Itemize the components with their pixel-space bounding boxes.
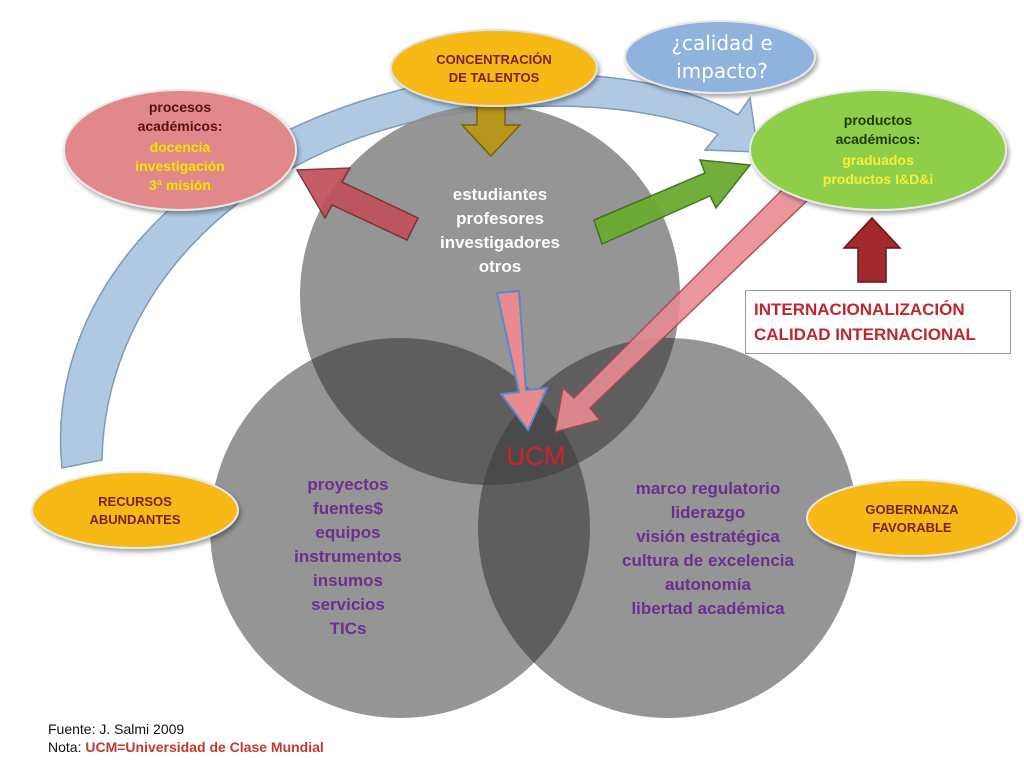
- talentos-line: DE TALENTOS: [449, 70, 540, 85]
- procesos-highlight-line: docencia: [150, 139, 211, 155]
- footer: Fuente: J. Salmi 2009 Nota: UCM=Universi…: [48, 720, 324, 756]
- productos-label: productos académicos: graduados productos I…: [823, 112, 933, 187]
- circle-top-line: profesores: [456, 209, 544, 228]
- procesos-label: procesos académicos: docencia investigación…: [135, 99, 224, 193]
- talentos-line: CONCENTRACIÓN: [436, 52, 552, 67]
- productos-dark-line: académicos:: [836, 131, 921, 147]
- circle-right-line: marco regulatorio: [636, 479, 781, 498]
- circle-left-label: proyectos fuentes$ equipos instrumentos insu…: [294, 475, 402, 638]
- circle-right-line: cultura de excelencia: [622, 551, 795, 570]
- circle-right-line: libertad académica: [631, 599, 785, 618]
- arrow-up-internacionalizacion: [842, 216, 902, 283]
- oval-recursos: [31, 471, 239, 549]
- circle-top-line: otros: [479, 257, 522, 276]
- oval-gobernanza: [806, 479, 1018, 557]
- oval-productos: [749, 89, 1007, 211]
- arrow-to-productos: [593, 159, 752, 246]
- circle-top-label: estudiantes profesores investigadores otros: [440, 185, 560, 276]
- circle-right-label: marco regulatorio liderazgo visión estraté…: [622, 479, 795, 618]
- arrow-to-procesos: [295, 167, 420, 241]
- circle-left-line: proyectos: [307, 475, 388, 494]
- calidad-line: ¿calidad e: [671, 31, 772, 55]
- oval-calidad: [624, 20, 816, 94]
- footer-note-prefix: Nota:: [48, 739, 86, 755]
- procesos-dark-line: procesos: [149, 99, 211, 115]
- productos-highlight-line: graduados: [842, 152, 914, 168]
- recursos-label: RECURSOS ABUNDANTES: [90, 494, 181, 527]
- circle-top-line: estudiantes: [453, 185, 547, 204]
- oval-talentos: [390, 29, 598, 107]
- footer-source: Fuente: J. Salmi 2009: [48, 721, 185, 737]
- internacionalizacion-box: INTERNACIONALIZACIÓN CALIDAD INTERNACION…: [745, 290, 1011, 354]
- procesos-highlight-line: investigación: [135, 158, 224, 174]
- procesos-highlight-line: 3ª misión: [149, 177, 211, 193]
- footer-note-text: UCM=Universidad de Clase Mundial: [85, 739, 324, 755]
- circle-left-line: TICs: [330, 619, 367, 638]
- circle-right-line: visión estratégica: [636, 527, 780, 546]
- gobernanza-line: GOBERNANZA: [865, 502, 959, 517]
- gobernanza-label: GOBERNANZA FAVORABLE: [865, 502, 959, 535]
- internacionalizacion-line1: INTERNACIONALIZACIÓN: [754, 300, 965, 319]
- circle-left-line: fuentes$: [313, 499, 383, 518]
- circle-right-line: liderazgo: [671, 503, 746, 522]
- circle-right-line: autonomía: [665, 575, 751, 594]
- footer-note: Nota: UCM=Universidad de Clase Mundial: [48, 738, 324, 756]
- circle-left-line: equipos: [315, 523, 380, 542]
- circle-left-line: insumos: [313, 571, 383, 590]
- recursos-line: ABUNDANTES: [90, 512, 181, 527]
- recursos-line: RECURSOS: [98, 494, 172, 509]
- gobernanza-line: FAVORABLE: [872, 520, 952, 535]
- calidad-label: ¿calidad e impacto?: [671, 31, 772, 83]
- oval-procesos: [63, 89, 297, 211]
- arrow-productos-to-ucm: [554, 180, 812, 434]
- calidad-line: impacto?: [676, 59, 768, 83]
- talentos-label: CONCENTRACIÓN DE TALENTOS: [436, 52, 552, 85]
- ucm-label: UCM: [506, 441, 565, 471]
- productos-dark-line: productos: [844, 112, 913, 128]
- internacionalizacion-line2: CALIDAD INTERNACIONAL: [754, 325, 976, 344]
- circle-left-line: instrumentos: [294, 547, 402, 566]
- arrow-down-to-ucm: [495, 289, 549, 432]
- procesos-dark-line: académicos:: [138, 118, 223, 134]
- circle-left-line: servicios: [311, 595, 385, 614]
- circle-top-line: investigadores: [440, 233, 560, 252]
- productos-highlight-line: productos I&D&i: [823, 171, 933, 187]
